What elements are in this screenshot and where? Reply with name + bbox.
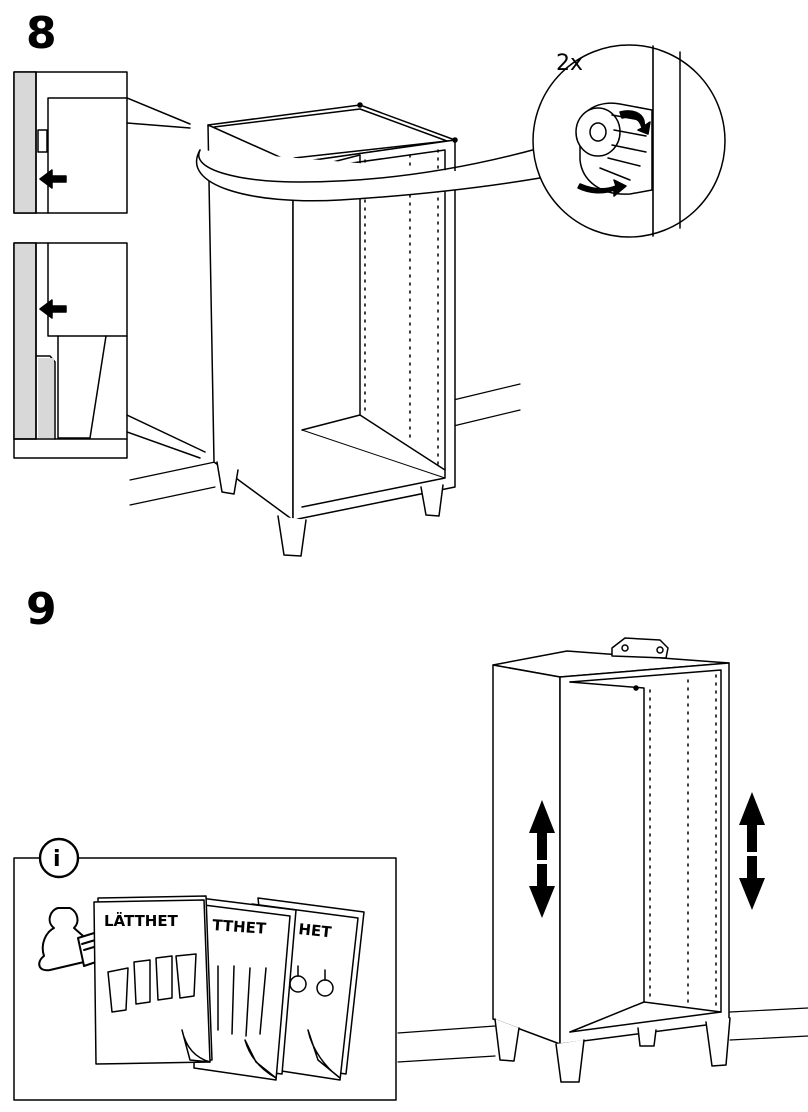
info-badge-label: i [53, 847, 61, 872]
cabinet-frame [207, 102, 458, 557]
floor-lines [397, 1007, 808, 1063]
cabinet-upright [492, 637, 731, 1083]
detail-box-bottom [13, 242, 206, 459]
detail-box-top [13, 71, 191, 214]
booklet-title: LÄTTHET [104, 911, 179, 930]
step-9-illustration: LÄTTHET TTHET HET i [13, 637, 808, 1101]
booklet [93, 895, 213, 1065]
rotate-arrow-icon [619, 110, 651, 135]
push-arrow-icon [39, 299, 67, 319]
rotate-arrow-icon [577, 179, 627, 197]
zoom-band [195, 147, 541, 202]
height-adjust-arrows [529, 792, 765, 918]
step-8-number: 8 [26, 8, 57, 59]
info-icon [38, 837, 80, 879]
quantity-callout: 2x [556, 51, 583, 76]
booklet-title: HET [298, 920, 333, 941]
step-8-illustration: 2x [13, 44, 726, 557]
zoom-bubble [532, 44, 726, 238]
push-arrow-icon [39, 169, 67, 189]
info-panel: LÄTTHET TTHET HET i [13, 837, 397, 1101]
down-arrow-icon [739, 856, 765, 910]
booklet-title: TTHET [212, 916, 268, 938]
down-arrow-icon [529, 864, 555, 918]
floor-lines [129, 383, 521, 506]
step-9-number: 9 [26, 584, 57, 635]
up-arrow-icon [739, 792, 765, 852]
up-arrow-icon [529, 800, 555, 860]
